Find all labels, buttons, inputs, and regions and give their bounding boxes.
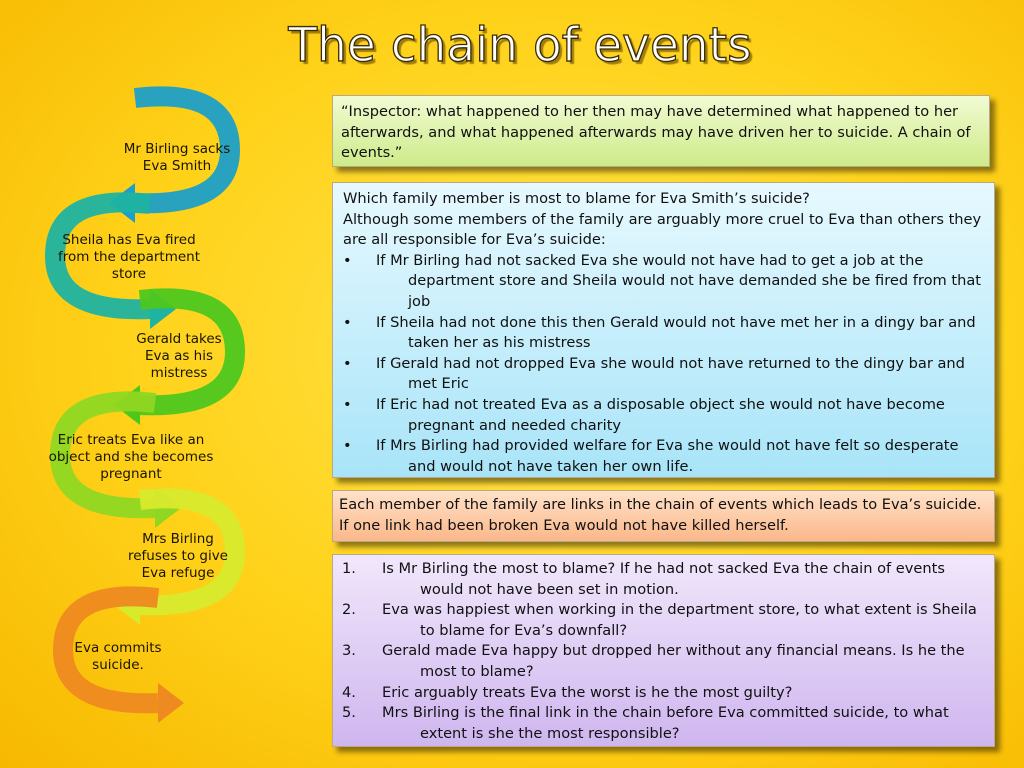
slide-title: The chain of events <box>288 17 752 73</box>
arrow-lightgreen <box>49 391 157 519</box>
chain-step-line: Mrs Birling <box>142 531 214 547</box>
bullet-text: If Eric had not treated Eva as a disposa… <box>376 395 945 434</box>
bullet-text: If Sheila had not done this then Gerald … <box>376 313 976 352</box>
blame-box: Which family member is most to blame for… <box>332 182 995 478</box>
bullet-marker: • <box>343 437 352 455</box>
list-item: • If Mrs Birling had provided welfare for… <box>343 436 984 477</box>
list-item: 4. Eric arguably treats Eva the worst is … <box>339 683 988 704</box>
arrow-orange <box>52 586 160 714</box>
question-text: Mrs Birling is the final link in the cha… <box>382 704 949 742</box>
blame-intro: Although some members of the family are … <box>343 210 982 249</box>
bullet-marker: • <box>343 354 352 372</box>
chain-step-line: Eva as his <box>144 348 214 364</box>
question-number: 4. <box>342 683 356 701</box>
arrow-teal <box>44 192 152 320</box>
question-number: 1. <box>342 560 356 577</box>
chain-step-line: Gerald takes <box>136 331 222 347</box>
arrow-yellow <box>138 488 246 616</box>
chain-step-line: store <box>111 266 147 282</box>
chain-step-line: pregnant <box>100 466 162 482</box>
chain-step-line: Mr Birling sacks <box>123 141 231 157</box>
bullet-marker: • <box>343 395 352 413</box>
list-item: • If Gerald had not dropped Eva she would… <box>343 354 984 395</box>
arrow-blue <box>133 86 241 214</box>
list-item: 5. Mrs Birling is the final link in the c… <box>339 703 988 744</box>
questions-list: 1. Is Mr Birling the most to blame? If he… <box>339 559 988 744</box>
chain-step-line: Eric treats Eva like an <box>57 432 205 448</box>
links-box: Each member of the family are links in t… <box>332 490 995 542</box>
arrow-green <box>138 288 246 416</box>
bullet-marker: • <box>343 251 352 269</box>
chain-step-line: mistress <box>150 365 208 381</box>
bullet-text: If Gerald had not dropped Eva she would … <box>376 354 965 393</box>
quote-box: “Inspector: what happened to her then ma… <box>332 95 990 167</box>
list-item: • If Eric had not treated Eva as a dispos… <box>343 395 984 436</box>
chain-step-line: Eva refuge <box>141 565 215 581</box>
question-text: Eric arguably treats Eva the worst is he… <box>382 683 793 701</box>
chain-step-line: Sheila has Eva fired <box>62 232 196 248</box>
chain-step-line: refuses to give <box>128 548 228 564</box>
question-text: Gerald made Eva happy but dropped her wi… <box>382 642 965 680</box>
bullet-text: If Mr Birling had not sacked Eva she wou… <box>376 251 981 310</box>
list-item: • If Sheila had not done this then Gerald… <box>343 313 984 354</box>
list-item: 2. Eva was happiest when working in the d… <box>339 600 988 641</box>
bullet-text: If Mrs Birling had provided welfare for … <box>376 437 959 475</box>
question-number: 5. <box>342 704 356 722</box>
list-item: 3. Gerald made Eva happy but dropped her … <box>339 641 988 682</box>
chain-step-line: Eva commits <box>74 640 162 656</box>
question-text: Eva was happiest when working in the dep… <box>382 601 977 639</box>
blame-question: Which family member is most to blame for… <box>343 190 810 207</box>
chain-step-line: suicide. <box>92 657 144 673</box>
inspector-quote: “Inspector: what happened to her then ma… <box>341 103 971 162</box>
chain-step-line: object and she becomes <box>48 449 214 465</box>
blame-list: • If Mr Birling had not sacked Eva she wo… <box>343 251 984 478</box>
chain-diagram <box>44 86 246 723</box>
arrow-orange-head <box>158 683 184 723</box>
question-number: 2. <box>342 601 356 619</box>
chain-step-line: from the department <box>57 249 201 265</box>
question-text: Is Mr Birling the most to blame? If he h… <box>382 560 945 598</box>
questions-box: 1. Is Mr Birling the most to blame? If he… <box>332 554 995 747</box>
question-number: 3. <box>342 642 356 660</box>
chain-step-line: Eva Smith <box>142 158 212 174</box>
links-text: Each member of the family are links in t… <box>339 496 982 534</box>
list-item: • If Mr Birling had not sacked Eva she wo… <box>343 251 984 313</box>
list-item: 1. Is Mr Birling the most to blame? If he… <box>339 559 988 600</box>
bullet-marker: • <box>343 313 352 331</box>
